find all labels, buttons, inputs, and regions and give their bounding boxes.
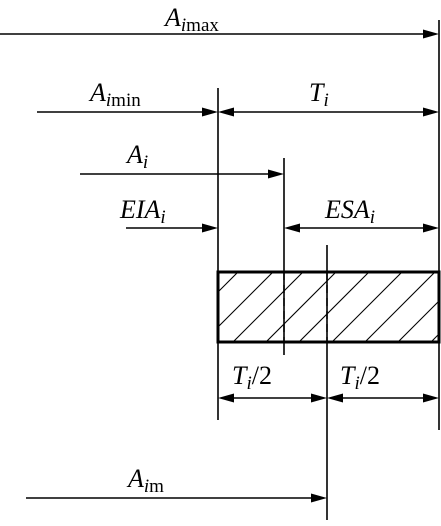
t-half-right-arrowhead-right xyxy=(423,393,439,403)
t-arrowhead-right xyxy=(423,107,439,117)
t-half-left-arrowhead-right xyxy=(311,393,327,403)
a-min-arrowhead xyxy=(202,107,218,117)
tolerance-zone-hatch xyxy=(218,272,439,342)
label-t-half-right: Ti/2 xyxy=(340,361,380,394)
a-arrowhead xyxy=(268,169,284,179)
a-mean-arrowhead xyxy=(311,493,327,503)
label-esa: ESAi xyxy=(324,195,375,228)
t-half-left-arrowhead-left xyxy=(218,393,234,403)
label-t-half-left: Ti/2 xyxy=(232,361,272,394)
t-half-right-arrowhead-left xyxy=(327,393,343,403)
label-a-mean: Aim xyxy=(126,464,164,497)
esa-arrowhead-right xyxy=(423,223,439,233)
esa-arrowhead-left xyxy=(284,223,300,233)
label-t: Ti xyxy=(309,78,329,111)
label-eia: EIAi xyxy=(119,195,166,228)
eia-arrowhead xyxy=(202,223,218,233)
tolerance-zone-rect xyxy=(216,270,441,344)
label-a-min: Aimin xyxy=(88,78,141,111)
t-arrowhead-left xyxy=(218,107,234,117)
label-a-max: Aimax xyxy=(163,3,219,36)
a-max-arrowhead xyxy=(423,29,439,39)
label-a: Ai xyxy=(125,140,148,173)
